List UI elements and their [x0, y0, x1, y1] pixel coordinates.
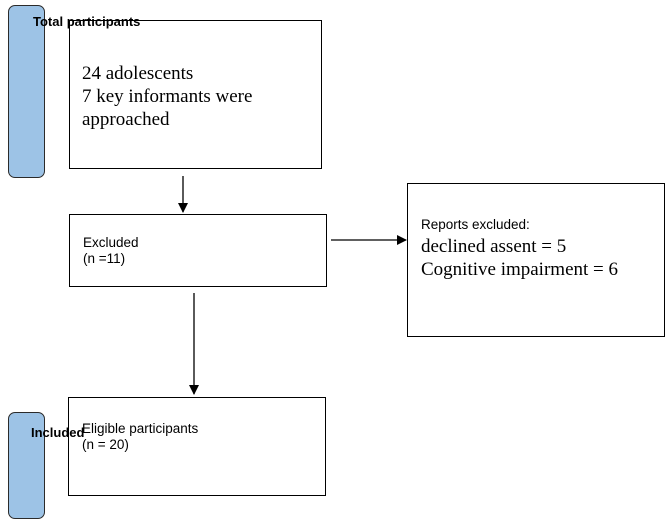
reason-cognitive-impairment: Cognitive impairment = 6	[421, 259, 618, 280]
reason-declined-assent: declined assent = 5	[421, 236, 567, 257]
approached-line-1: 24 adolescents	[82, 63, 194, 84]
approached-text: 24 adolescents 7 key informants were app…	[82, 62, 252, 131]
excluded-count: (n =11)	[83, 251, 126, 266]
approached-line-3: approached	[82, 109, 170, 130]
reports-excluded-title: Reports excluded:	[421, 217, 530, 232]
stage-label-included: Included	[31, 425, 85, 440]
eligible-count: (n = 20)	[82, 437, 129, 452]
reports-excluded-box: Reports excluded: declined assent = 5 Co…	[407, 183, 665, 337]
stage-tab-total	[8, 5, 45, 178]
stage-tab-included	[8, 412, 45, 519]
eligible-title: Eligible participants	[82, 421, 199, 436]
excluded-title: Excluded	[83, 235, 139, 250]
excluded-box: Excluded (n =11)	[69, 214, 327, 287]
stage-label-total: Total participants	[33, 14, 141, 29]
eligible-box: Eligible participants (n = 20)	[68, 397, 326, 496]
approached-box: 24 adolescents 7 key informants were app…	[69, 20, 322, 169]
approached-line-2: 7 key informants were	[82, 86, 253, 107]
